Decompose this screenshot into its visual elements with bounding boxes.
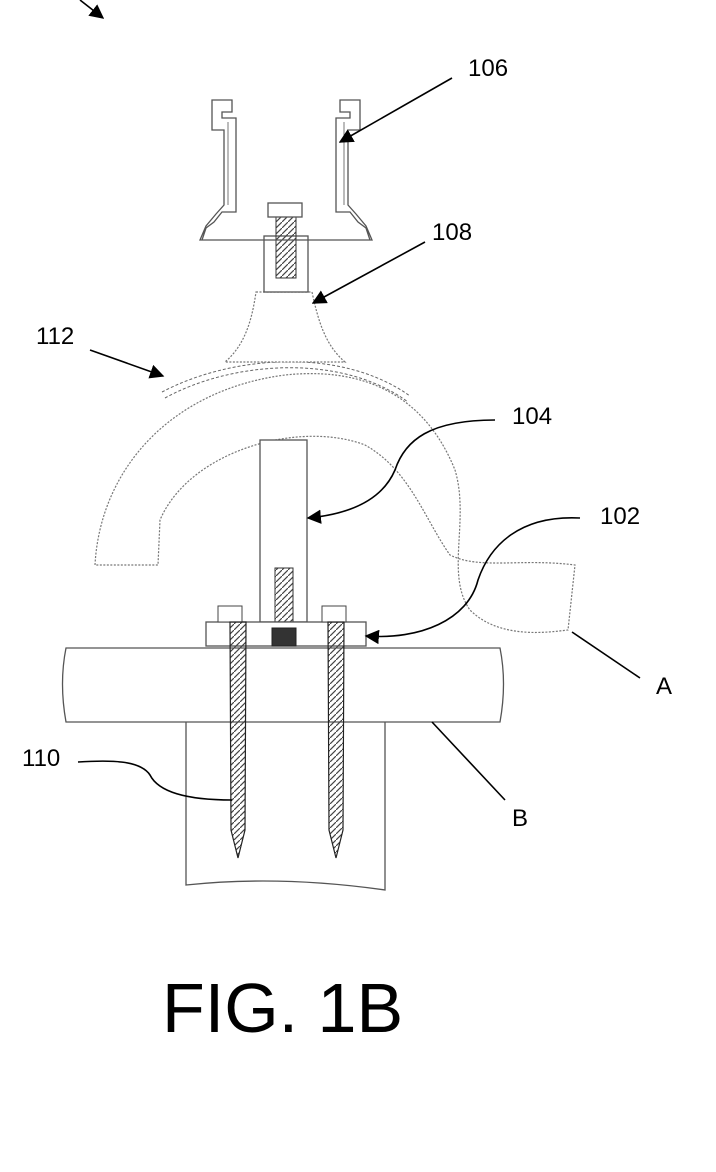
center-nut bbox=[272, 628, 296, 646]
leader-112 bbox=[90, 350, 163, 376]
corner-arrow bbox=[80, 0, 103, 18]
post-b bbox=[186, 718, 385, 890]
nut-left bbox=[218, 606, 242, 622]
hook-element bbox=[95, 374, 575, 633]
label-106: 106 bbox=[468, 55, 508, 82]
screw-left bbox=[230, 622, 246, 858]
post-thread bbox=[275, 568, 293, 624]
figure-caption: FIG. 1B bbox=[162, 969, 403, 1047]
label-110: 110 bbox=[22, 745, 60, 772]
board bbox=[63, 648, 504, 722]
bolt-head bbox=[268, 203, 302, 217]
label-108: 108 bbox=[432, 219, 472, 246]
leader-a bbox=[572, 632, 640, 678]
label-102: 102 bbox=[600, 503, 640, 530]
neck-part bbox=[225, 292, 345, 362]
label-112: 112 bbox=[36, 323, 74, 350]
leader-108 bbox=[313, 242, 425, 303]
label-a: A bbox=[656, 673, 672, 700]
upper-thread bbox=[276, 212, 296, 278]
nut-right bbox=[322, 606, 346, 622]
label-b: B bbox=[512, 805, 528, 832]
screw-right bbox=[328, 622, 344, 858]
label-104: 104 bbox=[512, 403, 552, 430]
leader-b bbox=[432, 722, 505, 800]
